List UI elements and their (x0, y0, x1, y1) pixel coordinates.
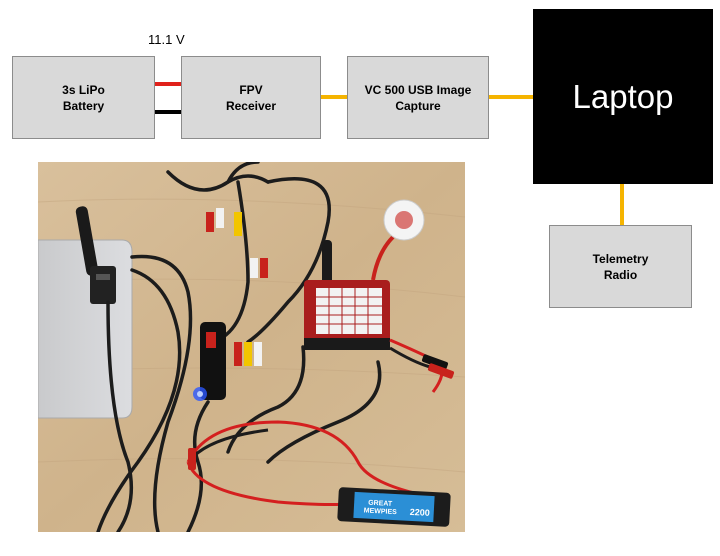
fpv-receiver-box: FPV Receiver (181, 56, 321, 139)
alligator-clips (188, 354, 455, 470)
laptop-box: Laptop (533, 9, 713, 184)
lipo-battery-device: GREAT MEWPIES 2200 (337, 487, 451, 527)
telemetry-radio-box: Telemetry Radio (549, 225, 692, 308)
rca-connectors (206, 208, 268, 366)
battery-box: 3s LiPo Battery (12, 56, 155, 139)
laptop-device (37, 239, 133, 419)
capture-laptop-link (489, 95, 534, 99)
mushroom-antenna (371, 199, 425, 281)
negative-wire (155, 110, 181, 114)
battery-capacity-text: 2200 (410, 507, 431, 518)
positive-wire (155, 82, 181, 86)
laptop-label: Laptop (572, 77, 674, 115)
fpv-receiver-device (304, 240, 390, 350)
telemetry-radio-device (75, 206, 116, 304)
capture-label: VC 500 USB Image Capture (364, 82, 472, 113)
battery-label: 3s LiPo Battery (62, 82, 105, 113)
laptop-telemetry-link (620, 184, 624, 225)
hardware-photo: GREAT MEWPIES 2200 (37, 160, 466, 534)
image-capture-box: VC 500 USB Image Capture (347, 56, 489, 139)
battery-brand-line2: MEWPIES (364, 507, 398, 516)
battery-brand-text: GREAT MEWPIES (364, 499, 398, 516)
receiver-label: FPV Receiver (225, 82, 277, 113)
receiver-capture-link (321, 95, 348, 99)
voltage-label: 11.1 V (148, 32, 185, 47)
telemetry-label: Telemetry Radio (592, 251, 649, 282)
battery-brand-line1: GREAT (368, 500, 393, 508)
ground-wires (191, 346, 431, 459)
capture-dongle-device (193, 322, 226, 401)
